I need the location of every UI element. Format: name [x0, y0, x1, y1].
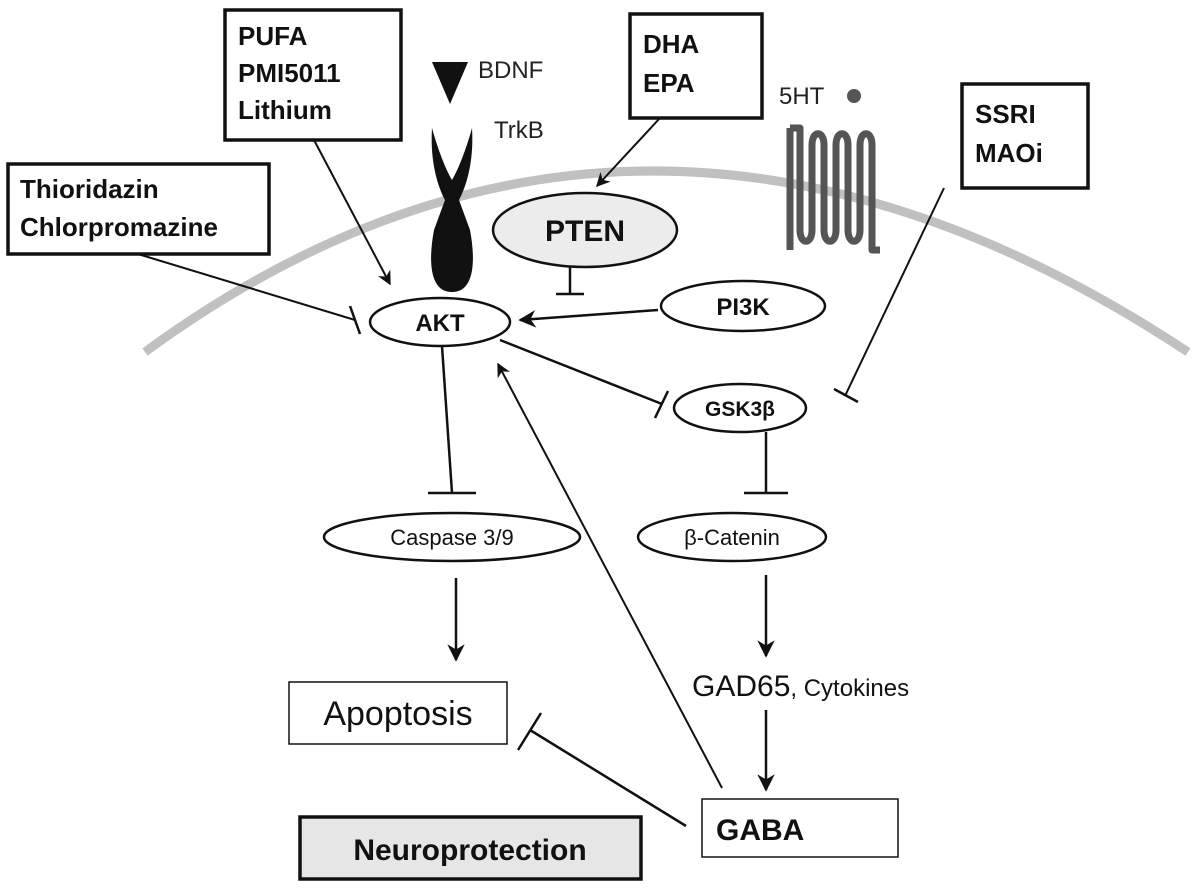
- caspase-label: Caspase 3/9: [390, 525, 514, 550]
- neuroprotection-label: Neuroprotection: [353, 834, 586, 867]
- pi3k-node: [659, 279, 827, 333]
- pten-label: PTEN: [545, 215, 625, 248]
- cell-membrane: [142, 166, 1191, 356]
- serotonin-label: 5HT: [779, 83, 825, 110]
- caspase-node: [322, 511, 582, 563]
- edge-akt-gsk3b: [499, 338, 663, 406]
- akt-label: AKT: [415, 310, 465, 337]
- neuroprotection-box: [298, 815, 643, 881]
- inhibit-bar-antipsychotic-akt: [348, 305, 362, 335]
- serotonin-ligand-icon: [847, 89, 861, 103]
- pi3k-label: PI3K: [716, 294, 770, 321]
- edge-gaba-apoptosis: [529, 728, 687, 828]
- maoi-label: MAOi: [975, 138, 1043, 168]
- ssri-label: SSRI: [975, 99, 1036, 129]
- catenin-node: [636, 511, 828, 563]
- edge-dha-pten: [596, 117, 661, 188]
- edge-ssri-gsk3b: [844, 187, 945, 397]
- chlorpromazine-label: Chlorpromazine: [20, 212, 218, 242]
- apoptosis-label: Apoptosis: [323, 695, 472, 733]
- antipsychotic-drug-box: [6, 162, 271, 256]
- trkb-receptor-icon: [431, 128, 473, 292]
- epa-label: EPA: [643, 68, 695, 98]
- edge-gaba-akt: [497, 362, 723, 789]
- gaba-box: [701, 798, 899, 858]
- gsk3b-node: [672, 382, 808, 434]
- bdnf-ligand-icon: [432, 62, 468, 104]
- gad65-label: GAD65, Cytokines: [692, 670, 909, 703]
- pmi5011-label: PMI5011: [238, 58, 341, 88]
- dha-drug-box: [628, 12, 764, 120]
- akt-node: [368, 296, 512, 348]
- gad65-text: GAD65: [692, 670, 790, 703]
- ssri-drug-box: [960, 82, 1090, 190]
- edge-antipsychotic-akt: [137, 253, 356, 321]
- inhibit-bar-ssri-gsk3b: [833, 387, 859, 404]
- thioridazin-label: Thioridazin: [20, 174, 159, 204]
- dha-label: DHA: [643, 29, 700, 59]
- inhibit-bar-gaba-apoptosis: [516, 712, 543, 751]
- pten-node: [491, 191, 679, 269]
- cytokines-text: , Cytokines: [790, 675, 909, 702]
- pufa-drug-box: [223, 8, 403, 142]
- catenin-label: β-Catenin: [684, 525, 780, 550]
- bdnf-label: BDNF: [478, 57, 543, 84]
- apoptosis-box: [288, 681, 508, 745]
- gaba-label: GABA: [716, 814, 804, 847]
- trkb-label: TrkB: [494, 117, 544, 144]
- serotonin-receptor-icon: [786, 124, 880, 254]
- gsk3b-label: GSK3β: [705, 398, 775, 421]
- edge-akt-caspase: [440, 345, 454, 494]
- edge-pi3k-akt: [518, 308, 659, 328]
- inhibit-bar-akt-gsk3b: [653, 390, 670, 419]
- lithium-label: Lithium: [238, 95, 332, 125]
- pufa-label: PUFA: [238, 21, 308, 51]
- edge-pufa-akt: [313, 139, 391, 286]
